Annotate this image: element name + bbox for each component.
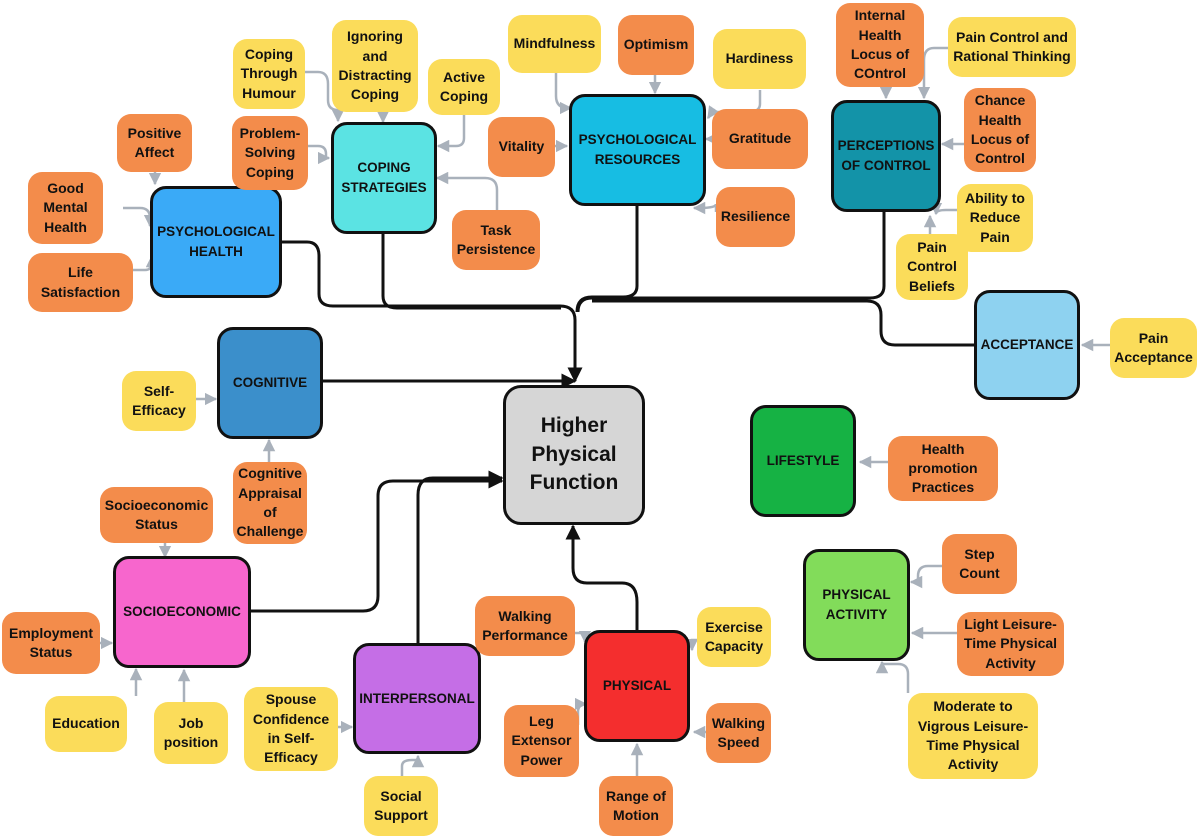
link-perceptions-to-center — [576, 212, 886, 313]
psychological-health-node: PSYCHOLOGICAL HEALTH — [150, 186, 282, 298]
factor-pain-control-rational-thinking: Pain Control and Rational Thinking — [948, 17, 1076, 77]
psychological-resources-node: PSYCHOLOGICAL RESOURCES — [569, 94, 706, 206]
factor-range-of-motion: Range of Motion — [599, 776, 673, 836]
factor-internal-health-locus: Internal Health Locus of COntrol — [836, 3, 924, 87]
cognitive-node: COGNITIVE — [217, 327, 323, 439]
factor-gratitude: Gratitude — [712, 109, 808, 169]
lifestyle-node: LIFESTYLE — [750, 405, 856, 517]
factor-self-efficacy: Self- Efficacy — [122, 371, 196, 431]
physical-node: PHYSICAL — [584, 630, 690, 742]
link-acceptance-to-center — [592, 299, 976, 347]
factor-walking-speed: Walking Speed — [706, 703, 771, 763]
factor-job-position: Job position — [154, 702, 228, 764]
factor-exercise-capacity: Exercise Capacity — [697, 607, 771, 667]
factor-pain-acceptance: Pain Acceptance — [1110, 318, 1197, 378]
factor-resilience: Resilience — [716, 187, 795, 247]
factor-step-count: Step Count — [942, 534, 1017, 594]
factor-problem-solving-coping: Problem- Solving Coping — [232, 116, 308, 190]
factor-education: Education — [45, 696, 127, 752]
factor-active-coping: Active Coping — [428, 59, 500, 115]
socioeconomic-node: SOCIOECONOMIC — [113, 556, 251, 668]
physical-activity-node: PHYSICAL ACTIVITY — [803, 549, 910, 661]
factor-light-leisure-time-activity: Light Leisure- Time Physical Activity — [957, 612, 1064, 676]
link-interpersonal-to-center — [416, 470, 504, 644]
factor-coping-through-humour: Coping Through Humour — [233, 39, 305, 109]
factor-mindfulness: Mindfulness — [508, 15, 601, 73]
factor-pain-control-beliefs: Pain Control Beliefs — [896, 234, 968, 300]
factor-optimism: Optimism — [618, 15, 694, 75]
factor-social-support: Social Support — [364, 776, 438, 836]
coping-strategies-node: COPING STRATEGIES — [331, 122, 437, 234]
factor-vitality: Vitality — [488, 117, 555, 177]
link-physical-to-center — [565, 524, 639, 631]
factor-walking-performance: Walking Performance — [475, 596, 575, 656]
link-resources-to-center — [575, 205, 639, 313]
factor-spouse-confidence-self-efficacy: Spouse Confidence in Self- Efficacy — [244, 687, 338, 771]
link-coping-to-center — [381, 232, 561, 310]
factor-task-persistence: Task Persistence — [452, 210, 540, 270]
acceptance-node: ACCEPTANCE — [974, 290, 1080, 400]
perceptions-of-control-node: PERCEPTIONS OF CONTROL — [831, 100, 941, 212]
factor-life-satisfaction: Life Satisfaction — [28, 253, 133, 312]
factor-moderate-vigorous-leisure-time-activity: Moderate to Vigrous Leisure- Time Physic… — [908, 693, 1038, 779]
factor-health-promotion-practices: Health promotion Practices — [888, 436, 998, 501]
higher-physical-function-node: Higher Physical Function — [503, 385, 645, 525]
factor-ability-to-reduce-pain: Ability to Reduce Pain — [957, 184, 1033, 252]
link-psych-health-to-center — [282, 240, 583, 383]
factor-cognitive-appraisal-of-challenge: Cognitive Appraisal of Challenge — [233, 462, 307, 544]
factor-leg-extensor-power: Leg Extensor Power — [504, 705, 579, 777]
factor-ignoring-distracting-coping: Ignoring and Distracting Coping — [332, 20, 418, 112]
factor-positive-affect: Positive Affect — [117, 114, 192, 172]
factor-socioeconomic-status: Socioeconomic Status — [100, 487, 213, 543]
link-socioeconomic-to-center — [250, 473, 504, 613]
factor-employment-status: Employment Status — [2, 612, 100, 674]
factor-hardiness: Hardiness — [713, 29, 806, 89]
factor-chance-health-locus: Chance Health Locus of Control — [964, 88, 1036, 172]
factor-good-mental-health: Good Mental Health — [28, 172, 103, 244]
interpersonal-node: INTERPERSONAL — [353, 643, 481, 754]
